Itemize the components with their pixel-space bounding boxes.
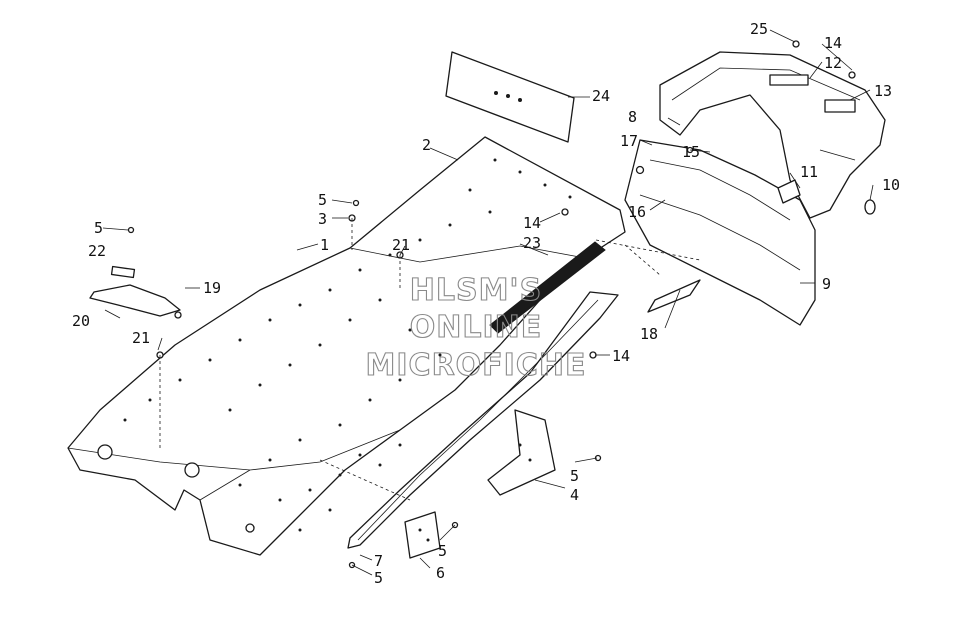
callout-14-c: 14 — [612, 347, 630, 365]
callout-8: 8 — [628, 108, 637, 126]
callout-16: 16 — [628, 203, 646, 221]
callout-leaders — [102, 29, 874, 576]
callout-6: 6 — [436, 564, 445, 582]
callout-14-b: 14 — [523, 214, 541, 232]
callout-25: 25 — [750, 20, 768, 38]
callout-20: 20 — [72, 312, 90, 330]
callout-15: 15 — [682, 143, 700, 161]
callout-13: 13 — [874, 82, 892, 100]
callout-5-e: 5 — [374, 569, 383, 587]
part-9-flap — [624, 139, 816, 326]
watermark: HLSM'S ONLINE MICROFICHE — [365, 272, 587, 383]
part-20-plate — [89, 284, 181, 317]
callout-labels: 1 2 3 4 5 5 5 5 5 6 7 8 9 10 11 12 13 14… — [72, 20, 900, 587]
callout-5-d: 5 — [438, 542, 447, 560]
part-23-decal — [489, 241, 606, 334]
part-7-rail — [347, 291, 619, 549]
callout-4: 4 — [570, 486, 579, 504]
part-24-pad — [445, 51, 575, 143]
callout-21-a: 21 — [392, 236, 410, 254]
part-1-tunnel — [67, 136, 626, 556]
callout-7: 7 — [374, 552, 383, 570]
callout-5-a: 5 — [94, 219, 103, 237]
callout-5-c: 5 — [570, 467, 579, 485]
part-13-bumper — [659, 51, 886, 219]
part-22-bracket — [110, 265, 136, 279]
part-6-plate — [404, 511, 441, 559]
callout-14-a: 14 — [824, 34, 842, 52]
callout-1: 1 — [320, 236, 329, 254]
callout-11: 11 — [800, 163, 818, 181]
callout-24: 24 — [592, 87, 610, 105]
callout-22: 22 — [88, 242, 106, 260]
part-18-panel — [647, 279, 701, 313]
callout-12: 12 — [824, 54, 842, 72]
callout-18: 18 — [640, 325, 658, 343]
watermark-line-1: HLSM'S — [410, 273, 542, 308]
callout-9: 9 — [822, 275, 831, 293]
callout-17: 17 — [620, 132, 638, 150]
watermark-line-2: ONLINE — [410, 310, 543, 345]
callout-10: 10 — [882, 176, 900, 194]
callout-23: 23 — [523, 234, 541, 252]
part-11-clip — [777, 179, 801, 204]
callout-2: 2 — [422, 136, 431, 154]
callout-5-b: 5 — [318, 191, 327, 209]
part-4-bracket — [487, 409, 556, 496]
callout-3: 3 — [318, 210, 327, 228]
assembly-lines — [159, 218, 701, 501]
watermark-line-3: MICROFICHE — [366, 348, 587, 383]
part-10-cap — [864, 199, 876, 215]
rivet-holes — [123, 158, 572, 532]
callout-19: 19 — [203, 279, 221, 297]
callout-21-b: 21 — [132, 329, 150, 347]
